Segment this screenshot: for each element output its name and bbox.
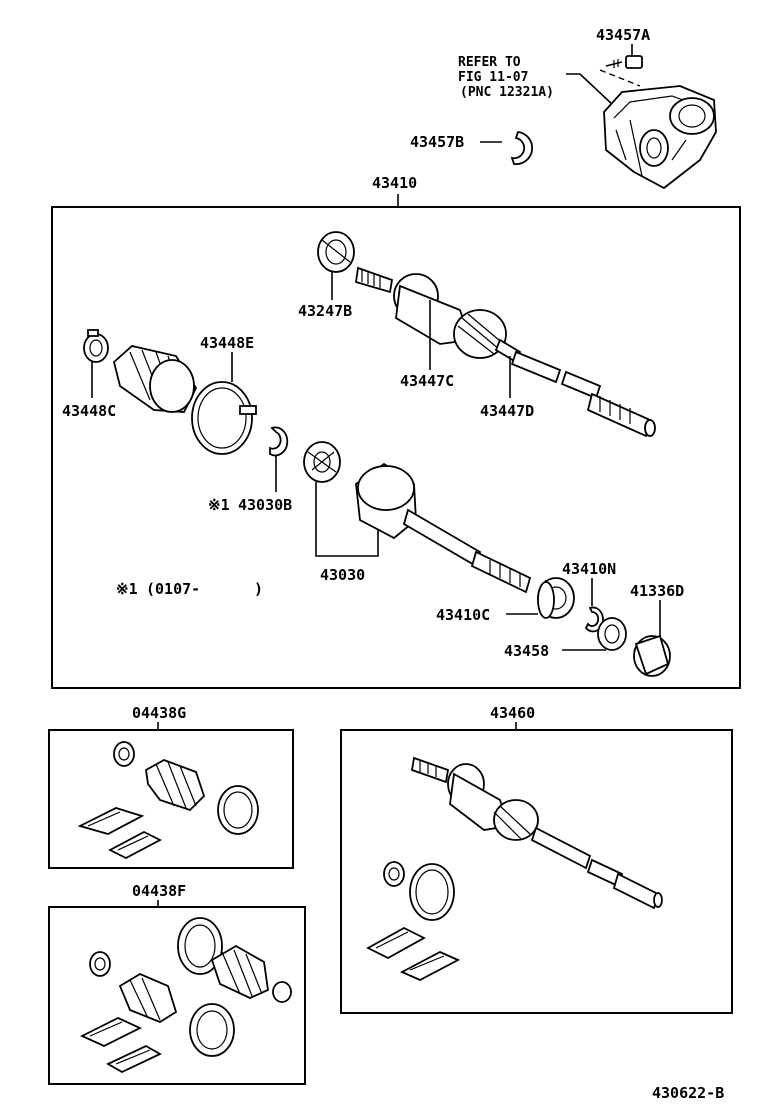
label-43447C: 43447C — [400, 372, 454, 390]
band-43448E — [191, 381, 257, 455]
joint-43030-tripod — [303, 441, 341, 483]
refer-line-3: (PNC 12321A) — [460, 85, 554, 100]
footnote-marker: ※1 — [116, 580, 138, 598]
label-43410N: 43410N — [562, 560, 616, 578]
refer-leader — [566, 73, 615, 107]
bolt-43457A — [605, 55, 643, 69]
label-43448C: 43448C — [62, 402, 116, 420]
kit-43460-parts — [366, 861, 461, 981]
diagram-id: 430622-B — [652, 1084, 724, 1102]
snap-ring-43457B — [510, 131, 533, 165]
label-43030B: 43030B — [238, 496, 292, 514]
seal-43247B — [317, 231, 355, 273]
kit-04438F-parts — [79, 917, 292, 1074]
frame-04438F — [48, 906, 306, 1085]
drive-shaft-43460 — [410, 756, 663, 910]
footnote-close: ) — [254, 580, 263, 598]
joint-43030-housing — [355, 462, 532, 594]
boot-43448 — [112, 345, 198, 413]
refer-line-2: FIG 11-07 — [458, 70, 528, 85]
kit-04438G-parts — [77, 741, 259, 860]
seal-41336D — [633, 634, 671, 677]
drive-shaft-upper — [354, 266, 656, 438]
label-04438F: 04438F — [132, 882, 186, 900]
clamp-43448C — [83, 329, 109, 363]
label-43447D: 43447D — [480, 402, 534, 420]
refer-line-1: REFER TO — [458, 55, 521, 70]
dash-bolt-to-case — [599, 69, 641, 87]
ring-43030B — [269, 426, 289, 457]
label-43457A: 43457A — [596, 26, 650, 44]
label-43410C: 43410C — [436, 606, 490, 624]
transmission-case — [603, 85, 717, 190]
bracket-43030 — [315, 482, 379, 557]
bearing-43410C — [537, 577, 575, 619]
label-43247B: 43247B — [298, 302, 352, 320]
label-43457B: 43457B — [410, 133, 464, 151]
ring-43410N — [584, 606, 604, 633]
frame-43410 — [51, 206, 741, 689]
label-04438G: 04438G — [132, 704, 186, 722]
ring-43458 — [597, 617, 627, 651]
footnote-range: (0107- — [146, 580, 200, 598]
label-43030: 43030 — [320, 566, 365, 584]
frame-04438G — [48, 729, 294, 869]
label-43030B-ref: ※1 — [208, 496, 230, 514]
label-43458: 43458 — [504, 642, 549, 660]
label-43448E: 43448E — [200, 334, 254, 352]
label-41336D: 41336D — [630, 582, 684, 600]
label-43410: 43410 — [372, 174, 417, 192]
frame-43460 — [340, 729, 733, 1014]
label-43460: 43460 — [490, 704, 535, 722]
